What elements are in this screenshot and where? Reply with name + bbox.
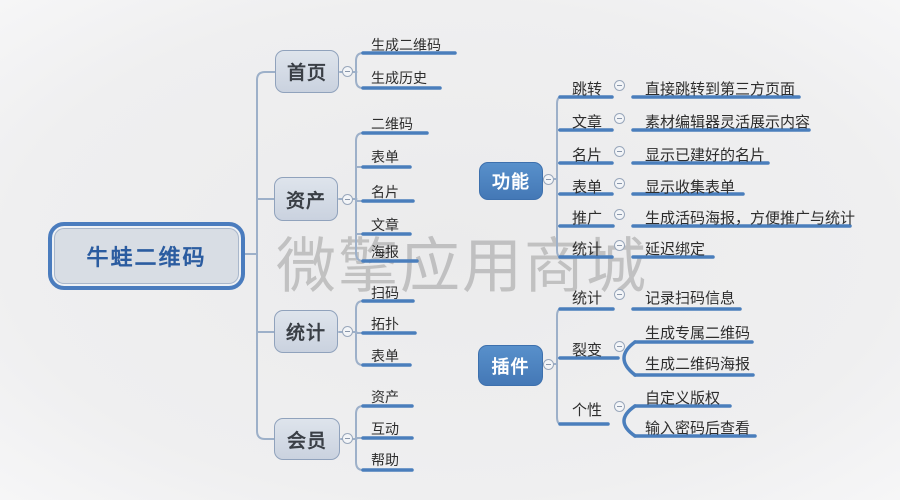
subtopic-label[interactable]: 统计 xyxy=(572,241,603,258)
leaf-node[interactable]: 名片 xyxy=(371,184,399,200)
collapse-minus-icon[interactable] xyxy=(614,146,625,157)
collapse-minus-icon[interactable] xyxy=(342,66,353,77)
branch-node-assets[interactable]: 资产 xyxy=(274,177,338,221)
collapse-minus-icon[interactable] xyxy=(614,341,625,352)
collapse-minus-icon[interactable] xyxy=(614,80,625,91)
floating-node-features[interactable]: 功能 xyxy=(479,162,543,200)
collapse-minus-icon[interactable] xyxy=(614,209,625,220)
subtopic-label[interactable]: 个性 xyxy=(572,402,603,419)
leaf-node[interactable]: 资产 xyxy=(371,389,399,405)
leaf-node[interactable]: 海报 xyxy=(371,244,399,260)
leaf-node[interactable]: 表单 xyxy=(371,348,399,364)
subtopic-label[interactable]: 裂变 xyxy=(572,342,603,359)
leaf-node[interactable]: 生成二维码 xyxy=(371,37,441,53)
leaf-node[interactable]: 拓扑 xyxy=(371,316,399,332)
detail-label[interactable]: 自定义版权 xyxy=(645,390,721,407)
watermark-text: 微擎应用商城 xyxy=(276,233,648,300)
leaf-node[interactable]: 表单 xyxy=(371,149,399,165)
detail-label[interactable]: 生成活码海报，方便推广与统计 xyxy=(645,210,856,227)
leaf-node[interactable]: 文章 xyxy=(371,217,399,233)
detail-label[interactable]: 生成专属二维码 xyxy=(645,325,751,342)
subtopic-label[interactable]: 跳转 xyxy=(572,81,603,98)
subtopic-label[interactable]: 表单 xyxy=(572,179,603,196)
subtopic-label[interactable]: 统计 xyxy=(572,290,603,307)
branch-node-home[interactable]: 首页 xyxy=(275,50,339,93)
detail-label[interactable]: 延迟绑定 xyxy=(645,241,706,258)
collapse-minus-icon[interactable] xyxy=(342,326,353,337)
leaf-node[interactable]: 扫码 xyxy=(371,285,399,301)
collapse-minus-icon[interactable] xyxy=(614,178,625,189)
detail-label[interactable]: 显示已建好的名片 xyxy=(645,147,766,164)
collapse-minus-icon[interactable] xyxy=(614,113,625,124)
branch-node-member[interactable]: 会员 xyxy=(274,418,340,460)
collapse-minus-icon[interactable] xyxy=(614,289,625,300)
floating-node-plugins[interactable]: 插件 xyxy=(478,345,543,386)
leaf-node[interactable]: 帮助 xyxy=(371,452,399,468)
detail-label[interactable]: 记录扫码信息 xyxy=(645,290,736,307)
collapse-minus-icon[interactable] xyxy=(614,401,625,412)
leaf-node[interactable]: 生成历史 xyxy=(371,70,427,86)
subtopic-label[interactable]: 名片 xyxy=(572,147,603,164)
subtopic-label[interactable]: 推广 xyxy=(572,210,603,227)
collapse-minus-icon[interactable] xyxy=(342,194,353,205)
leaf-node[interactable]: 二维码 xyxy=(371,116,413,132)
root-node[interactable]: 牛蛙二维码 xyxy=(48,222,245,290)
collapse-minus-icon[interactable] xyxy=(543,359,554,370)
subtopic-label[interactable]: 文章 xyxy=(572,114,603,131)
detail-label[interactable]: 素材编辑器灵活展示内容 xyxy=(645,114,811,131)
branch-node-statistics[interactable]: 统计 xyxy=(274,310,338,353)
detail-label[interactable]: 显示收集表单 xyxy=(645,179,736,196)
detail-label[interactable]: 生成二维码海报 xyxy=(645,356,751,373)
collapse-minus-icon[interactable] xyxy=(614,240,625,251)
leaf-node[interactable]: 互动 xyxy=(371,421,399,437)
detail-label[interactable]: 直接跳转到第三方页面 xyxy=(645,81,796,98)
collapse-minus-icon[interactable] xyxy=(342,433,353,444)
detail-label[interactable]: 输入密码后查看 xyxy=(645,420,751,437)
collapse-minus-icon[interactable] xyxy=(543,174,554,185)
